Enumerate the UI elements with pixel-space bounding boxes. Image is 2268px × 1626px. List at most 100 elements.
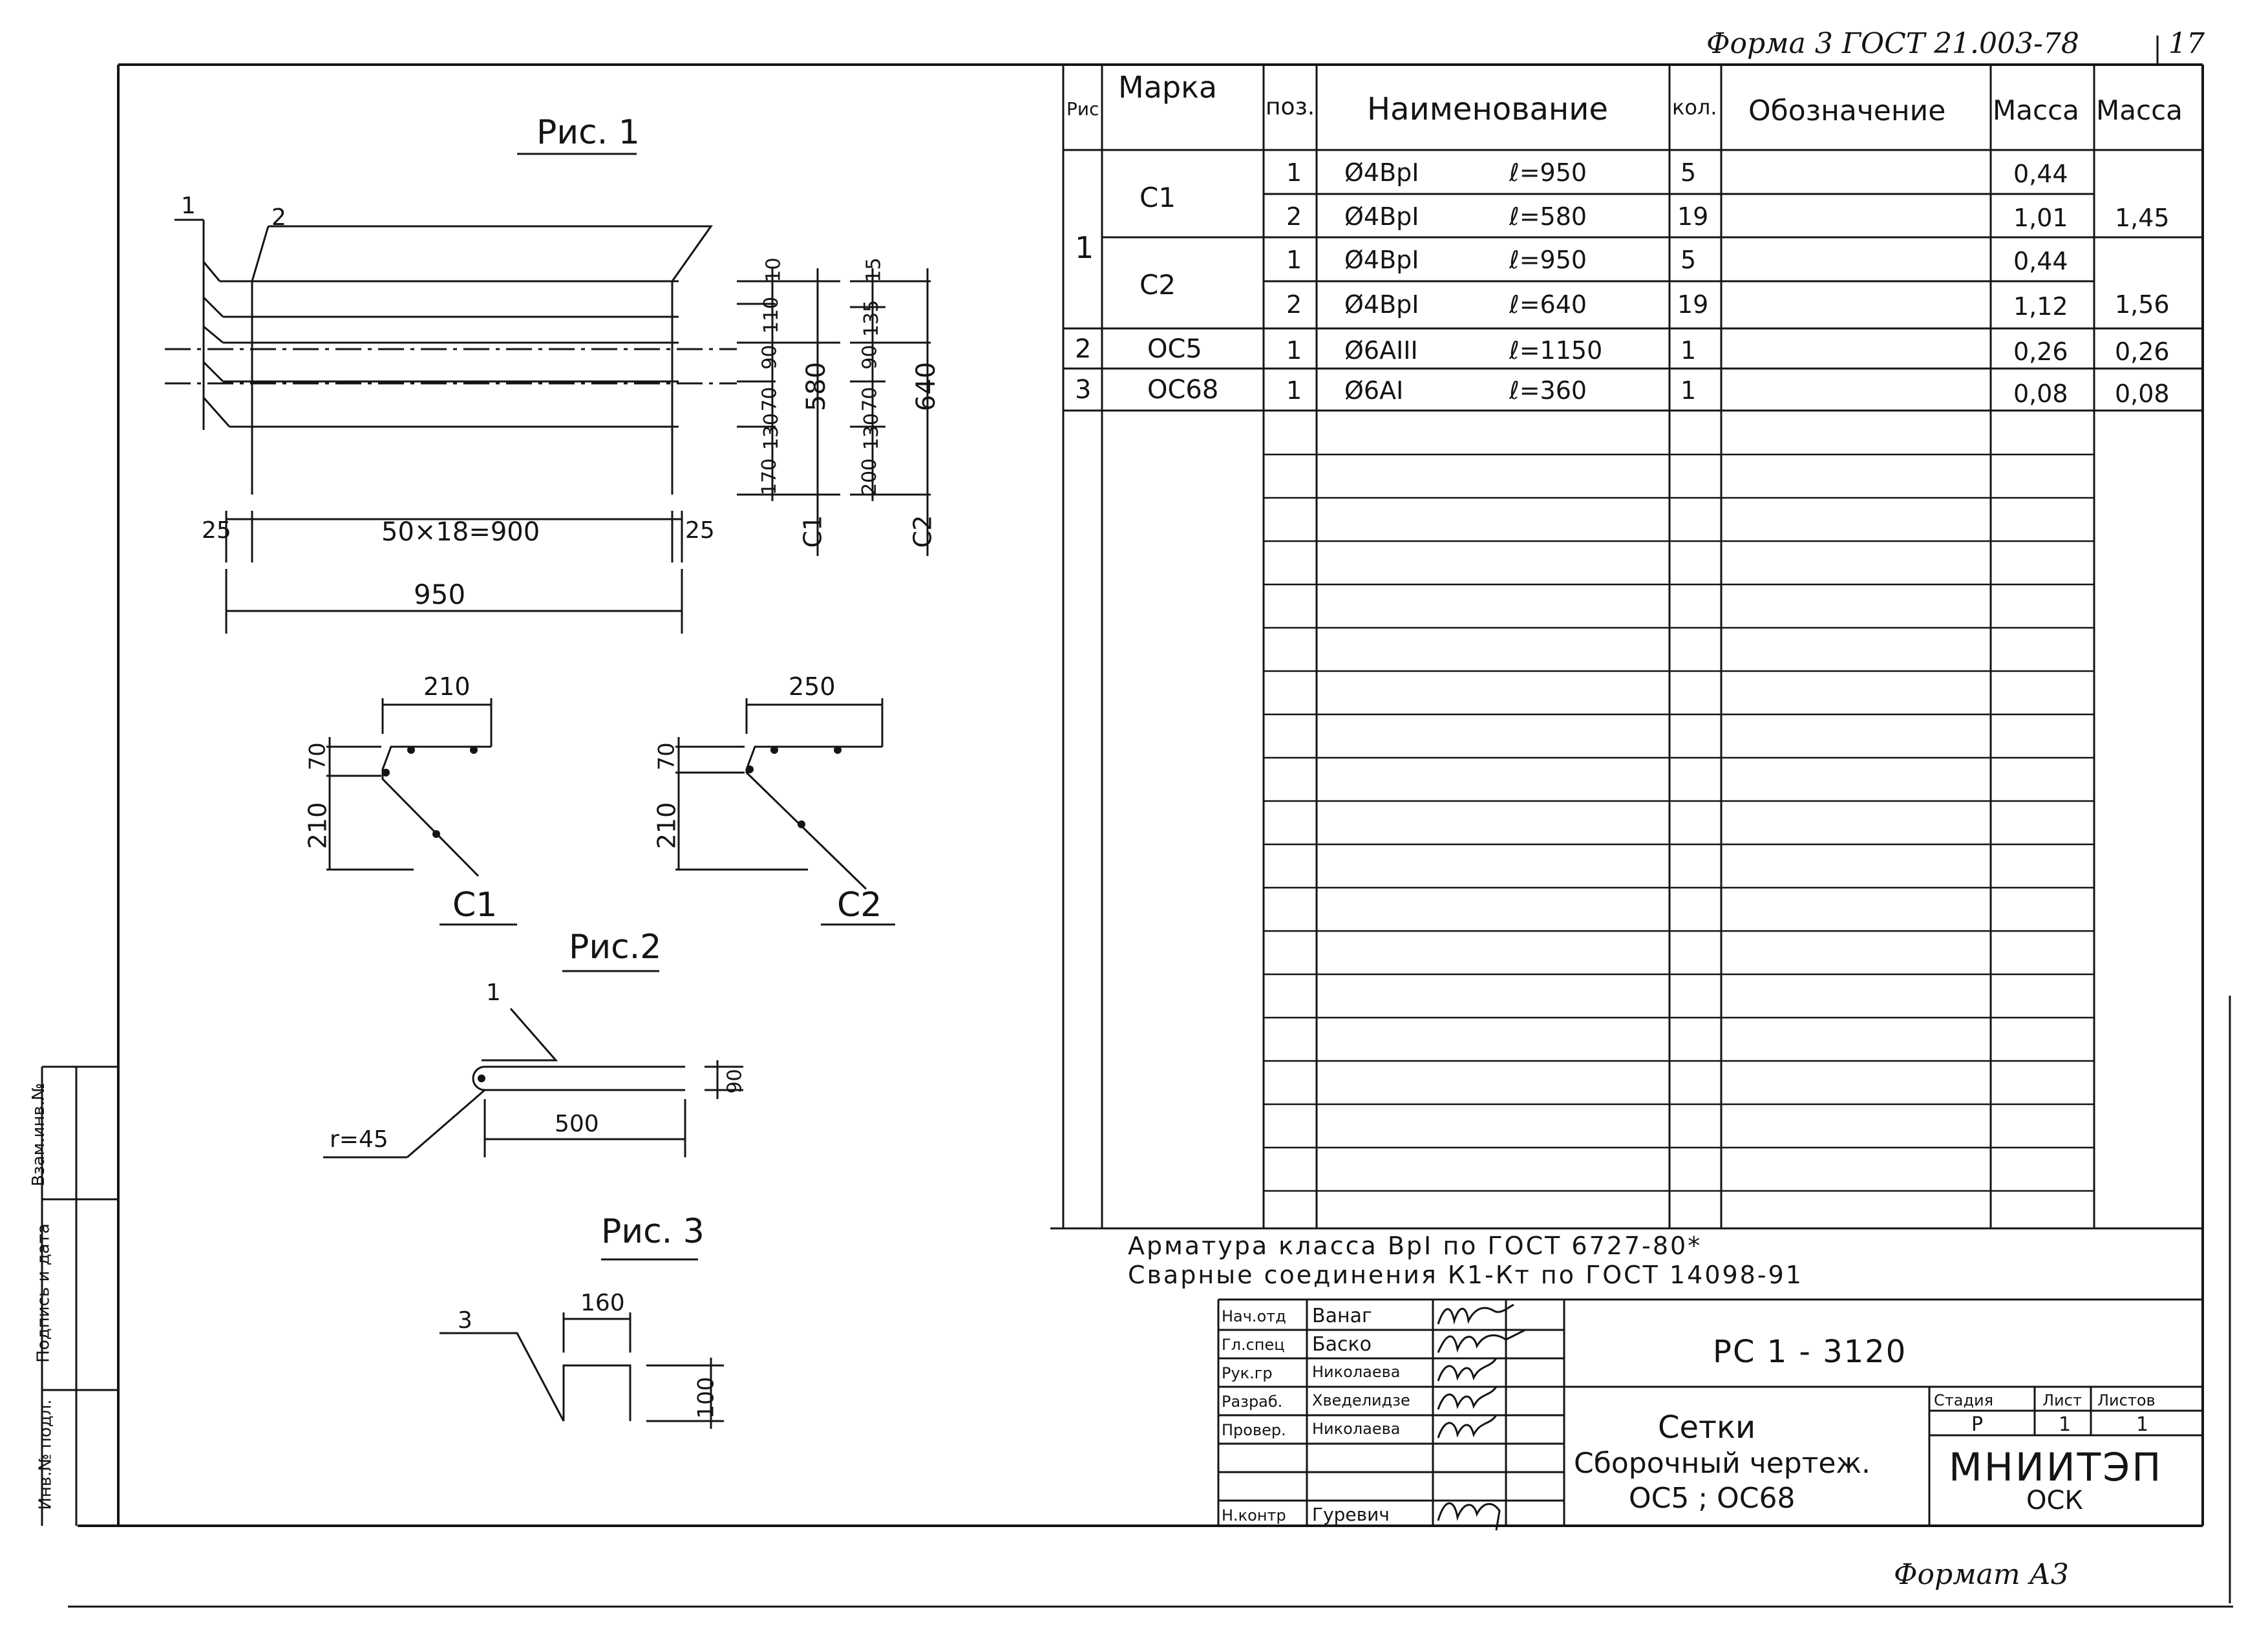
row4-pos: 2 — [1286, 290, 1302, 319]
signature-5 — [1437, 1415, 1498, 1439]
hdr-mass-total: Масса — [2096, 94, 2183, 126]
hdr-fig: Рис. — [1066, 98, 1105, 120]
doc-code: РС 1 - 3120 — [1713, 1334, 1907, 1370]
row1-length: ℓ=950 — [1509, 158, 1587, 187]
hdr-pos: поз. — [1266, 94, 1315, 120]
row1-qty: 5 — [1680, 158, 1697, 187]
fig3-title: Рис. 3 — [601, 1212, 705, 1251]
row6-length: ℓ=360 — [1509, 376, 1587, 405]
row6-mass: 0,08 — [2013, 380, 2068, 408]
stage-value: Р — [1971, 1413, 1984, 1436]
row4-mass: 1,12 — [2013, 292, 2068, 321]
fig3-width: 160 — [580, 1290, 625, 1316]
signer-6: Гуревич — [1312, 1504, 1390, 1525]
side-stamp-replaced: Взам.инв.№ — [29, 1083, 48, 1186]
fig3-callout: 3 — [458, 1307, 472, 1334]
mark-oc5: ОС5 — [1147, 334, 1202, 364]
row2-name: Ø4BpI — [1344, 202, 1419, 231]
drawing-title-3: ОС5 ; ОС68 — [1629, 1482, 1796, 1515]
fig-no-1: 1 — [1075, 230, 1094, 265]
row3-length: ℓ=950 — [1509, 246, 1587, 274]
row4-name: Ø4BpI — [1344, 290, 1419, 319]
row3-name: Ø4BpI — [1344, 246, 1419, 274]
role-5: Провер. — [1222, 1421, 1286, 1439]
dim-left-end: 25 — [202, 517, 231, 544]
row2-mass: 1,01 — [2013, 204, 2068, 232]
fig1-callout-2: 2 — [271, 204, 286, 231]
sheets-header: Листов — [2097, 1391, 2156, 1409]
sheet-mark: 17 — [2168, 27, 2205, 60]
mark-oc68: ОС68 — [1147, 375, 1219, 405]
paper-format: Формат А3 — [1894, 1558, 2069, 1591]
drawing-title-2: Сборочный чертеж. — [1574, 1447, 1871, 1480]
mass-total-oc5: 0,26 — [2115, 337, 2170, 366]
row3-pos: 1 — [1286, 246, 1302, 274]
mark-c2: С2 — [1139, 269, 1176, 301]
row1-pos: 1 — [1286, 158, 1302, 187]
signature-4 — [1437, 1386, 1498, 1410]
hdr-designation: Обозначение — [1748, 94, 1946, 127]
fig2-radius: r=45 — [330, 1126, 388, 1153]
fig1-callout-1: 1 — [181, 193, 196, 219]
mass-total-oc68: 0,08 — [2115, 380, 2170, 408]
dim-pitch: 50×18=900 — [381, 517, 540, 547]
signature-6 — [1437, 1502, 1501, 1531]
hdr-qty: кол. — [1672, 95, 1717, 120]
role-1: Нач.отд — [1222, 1307, 1286, 1325]
signer-3: Николаева — [1312, 1363, 1401, 1381]
role-6: Н.контр — [1222, 1506, 1286, 1524]
note-rebar-class: Арматура класса BpI по ГОСТ 6727-80* — [1128, 1232, 1702, 1260]
mass-total-c2: 1,56 — [2115, 290, 2170, 319]
fig1-title: Рис. 1 — [536, 113, 640, 152]
organization-sub: ОСК — [2026, 1486, 2083, 1515]
signer-5: Николаева — [1312, 1420, 1401, 1438]
drawing-title-1: Сетки — [1658, 1409, 1756, 1446]
mark-c1: С1 — [1139, 182, 1176, 213]
row3-mass: 0,44 — [2013, 247, 2068, 275]
side-stamp-inv-no: Инв.№ подл. — [36, 1399, 56, 1510]
row2-pos: 2 — [1286, 202, 1302, 231]
row5-qty: 1 — [1680, 336, 1697, 365]
signer-1: Ванаг — [1312, 1305, 1372, 1327]
signature-1 — [1437, 1303, 1514, 1325]
hdr-mark: Марка — [1118, 70, 1218, 105]
row5-pos: 1 — [1286, 336, 1302, 365]
row1-mass: 0,44 — [2013, 160, 2068, 188]
signer-2: Баско — [1312, 1333, 1372, 1356]
row4-length: ℓ=640 — [1509, 290, 1587, 319]
row2-qty: 19 — [1677, 202, 1709, 231]
dim-right-end: 25 — [685, 517, 715, 544]
fig-no-3: 3 — [1075, 375, 1092, 405]
row3-qty: 5 — [1680, 246, 1697, 274]
fig2-title: Рис.2 — [569, 928, 662, 967]
signer-4: Хведелидзе — [1312, 1391, 1410, 1409]
row4-qty: 19 — [1677, 290, 1709, 319]
sheet-value: 1 — [2059, 1413, 2072, 1436]
sheet-header: Лист — [2042, 1391, 2082, 1409]
sec-c2-name: С2 — [837, 886, 882, 925]
side-stamp-sign-date: Подпись и дата — [34, 1223, 54, 1363]
sheets-value: 1 — [2136, 1413, 2149, 1436]
hdr-mass-unit: Масса — [1993, 94, 2079, 126]
form-standard-label: Форма 3 ГОСТ 21.003-78 — [1706, 27, 2079, 60]
role-3: Рук.гр — [1222, 1364, 1273, 1382]
dim-total: 950 — [414, 579, 466, 610]
row6-pos: 1 — [1286, 376, 1302, 405]
row1-name: Ø4BpI — [1344, 158, 1419, 187]
fig2-callout: 1 — [486, 979, 501, 1006]
row6-qty: 1 — [1680, 376, 1697, 405]
sec-c2-top-dim: 250 — [789, 672, 836, 701]
organization: МНИИТЭП — [1949, 1445, 2163, 1490]
role-4: Разраб. — [1222, 1393, 1283, 1411]
role-2: Гл.спец — [1222, 1336, 1285, 1354]
signature-2 — [1437, 1329, 1526, 1353]
row5-name: Ø6AIII — [1344, 336, 1418, 365]
row6-name: Ø6AI — [1344, 376, 1404, 405]
row5-length: ℓ=1150 — [1509, 336, 1603, 365]
row2-length: ℓ=580 — [1509, 202, 1587, 231]
hdr-name: Наименование — [1367, 91, 1609, 127]
row5-mass: 0,26 — [2013, 337, 2068, 366]
fig2-length: 500 — [555, 1111, 599, 1137]
